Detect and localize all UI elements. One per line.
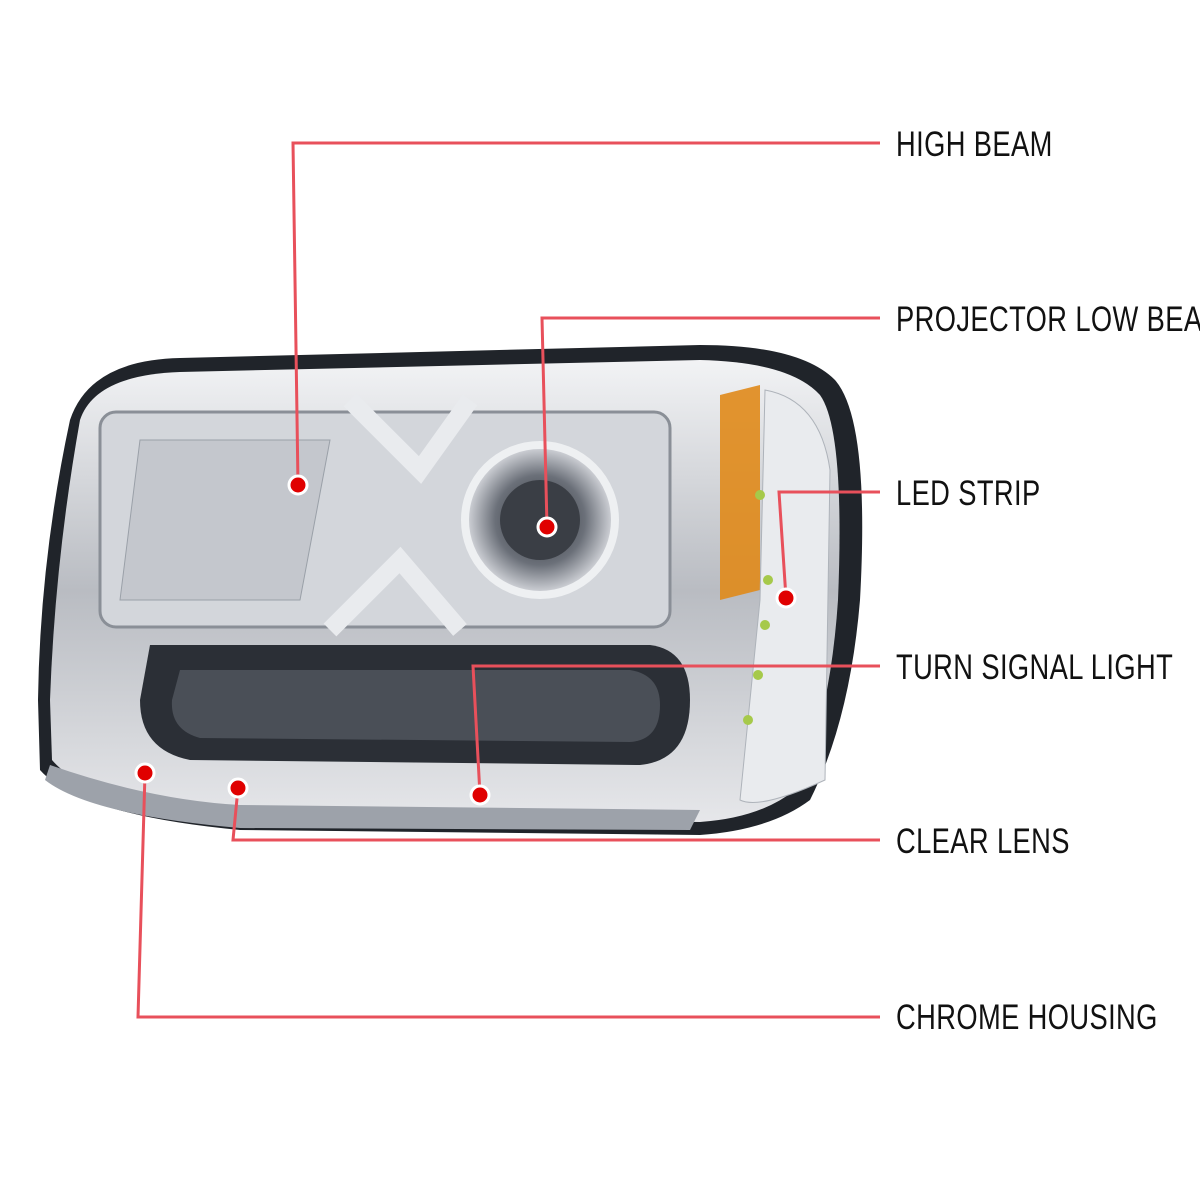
leader-turn-signal (471, 664, 880, 796)
dot-led-strip (775, 587, 797, 609)
dot-clear-lens (227, 777, 249, 799)
leader-chrome-housing (136, 772, 880, 1019)
leader-lines (136, 141, 880, 1019)
label-projector-low-beam: PROJECTOR LOW BEAM (896, 300, 1200, 339)
label-turn-signal-light: TURN SIGNAL LIGHT (896, 648, 1174, 687)
label-clear-lens: CLEAR LENS (896, 822, 1070, 861)
label-high-beam: HIGH BEAM (896, 125, 1053, 164)
callout-dots (134, 474, 797, 806)
leader-clear-lens (231, 787, 880, 842)
label-led-strip: LED STRIP (896, 474, 1041, 513)
leader-projector-low-beam (540, 316, 880, 528)
leader-led-strip (777, 490, 880, 599)
dot-projector-low-beam (536, 516, 558, 538)
leader-high-beam (291, 141, 880, 486)
headlight-body (38, 345, 863, 835)
label-chrome-housing: CHROME HOUSING (896, 998, 1158, 1037)
dot-high-beam (287, 474, 309, 496)
dot-turn-signal (469, 784, 491, 806)
dot-chrome-housing (134, 762, 156, 784)
